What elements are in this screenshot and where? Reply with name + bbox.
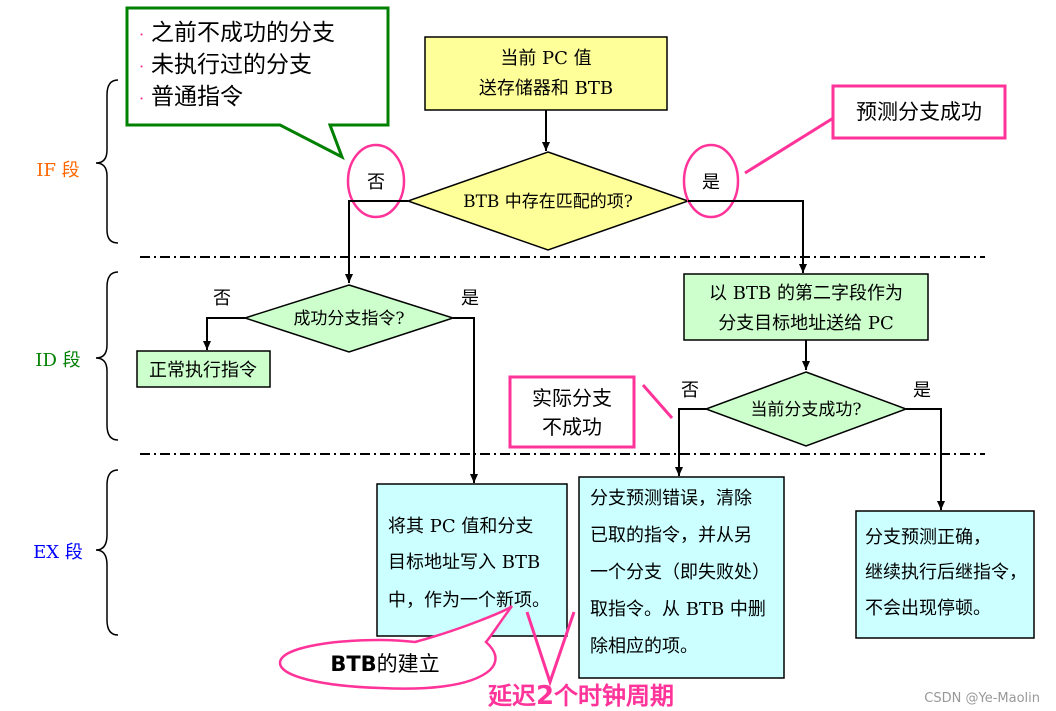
flow-arrow	[345, 200, 408, 283]
start-box	[424, 36, 668, 111]
stage-label-id: ID 段	[35, 350, 80, 371]
decision-btb-no: 否	[367, 172, 385, 193]
decision-success-branch	[242, 284, 456, 353]
bubble-btb-text: BTB的建立	[330, 652, 439, 676]
brace-if	[95, 79, 119, 244]
callout-unpredicted-cases	[125, 6, 390, 161]
bubble-btb-rest: 的建立	[377, 652, 440, 676]
box-mispredict-line: 除相应的项。	[590, 636, 698, 657]
callout-bullet: ·	[139, 89, 144, 108]
callout-item: 未执行过的分支	[151, 52, 312, 78]
start-box-line2: 送存储器和 BTB	[479, 78, 613, 99]
box-mispredict-line: 已取的指令，并从另	[590, 525, 752, 546]
decision-current-label: 当前分支成功?	[750, 400, 861, 420]
delay-label-num: 2	[536, 681, 554, 711]
start-box-line1: 当前 PC 值	[500, 48, 591, 69]
box-mispredict-line: 分支预测错误，清除	[590, 488, 752, 509]
box-write-btb	[376, 483, 568, 637]
note-actual-fail-line1: 实际分支	[532, 386, 612, 410]
callout-bullet: ·	[139, 25, 144, 44]
brace-ex	[95, 469, 119, 636]
decision-btb-yes: 是	[702, 172, 720, 193]
highlight-circle-no	[346, 143, 406, 219]
flow-arrow	[453, 317, 478, 483]
note-predict-success	[831, 84, 1007, 140]
decision-success-no: 否	[213, 288, 231, 309]
note-predict-text: 预测分支成功	[856, 100, 982, 124]
callout-item: 之前不成功的分支	[151, 20, 335, 46]
box-mispredict-line: 取指令。从 BTB 中删	[590, 599, 766, 620]
box-btb-target-line2: 分支目标地址送给 PC	[718, 313, 894, 334]
decision-btb-match	[405, 151, 691, 251]
delay-label-post: 个时钟周期	[554, 681, 674, 710]
note-actual-fail	[508, 375, 636, 449]
decision-btb-label: BTB 中存在匹配的项?	[463, 192, 633, 212]
decision-current-yes: 是	[913, 380, 931, 401]
decision-success-yes: 是	[461, 288, 479, 309]
flow-arrow	[688, 200, 807, 273]
box-predict-correct-line: 分支预测正确，	[865, 527, 991, 548]
box-write-btb-line: 将其 PC 值和分支	[388, 516, 533, 537]
flow-arrow	[906, 408, 945, 510]
box-normal-exec	[136, 350, 271, 388]
decision-success-label: 成功分支指令?	[293, 309, 404, 329]
highlight-circle-yes	[682, 143, 740, 219]
box-btb-target-line1: 以 BTB 的第二字段作为	[709, 283, 903, 304]
box-mispredict	[578, 476, 785, 679]
note-pointer	[641, 384, 674, 419]
stage-label-ex: EX 段	[33, 542, 83, 563]
box-predict-correct-line: 继续执行后继指令，	[865, 562, 1027, 583]
box-normal-exec-text: 正常执行指令	[149, 360, 257, 381]
watermark: CSDN @Ye-Maolin	[924, 691, 1040, 706]
note-actual-fail-line2: 不成功	[542, 415, 602, 439]
bubble-btb-build	[278, 604, 514, 690]
decision-current-no: 否	[681, 380, 699, 401]
flow-arrow	[675, 408, 706, 476]
brace-id	[95, 271, 119, 441]
delay-chevron	[525, 611, 576, 687]
decision-current-branch	[703, 371, 909, 447]
callout-bullet: ·	[139, 57, 144, 76]
callout-item: 普通指令	[151, 84, 243, 110]
box-predict-correct-line: 不会出现停顿。	[865, 598, 991, 619]
flow-arrow	[203, 317, 245, 350]
delay-label: 延迟2个时钟周期	[487, 681, 674, 711]
box-write-btb-line: 中，作为一个新项。	[388, 590, 550, 611]
bubble-btb-bold: BTB	[330, 652, 376, 676]
box-mispredict-line: 一个分支（即失败处）	[590, 562, 770, 583]
box-write-btb-line: 目标地址写入 BTB	[388, 552, 540, 573]
box-predict-correct	[855, 510, 1035, 639]
note-pointer	[744, 115, 836, 175]
delay-label-pre: 延迟	[487, 681, 536, 710]
stage-label-if: IF 段	[36, 160, 79, 181]
